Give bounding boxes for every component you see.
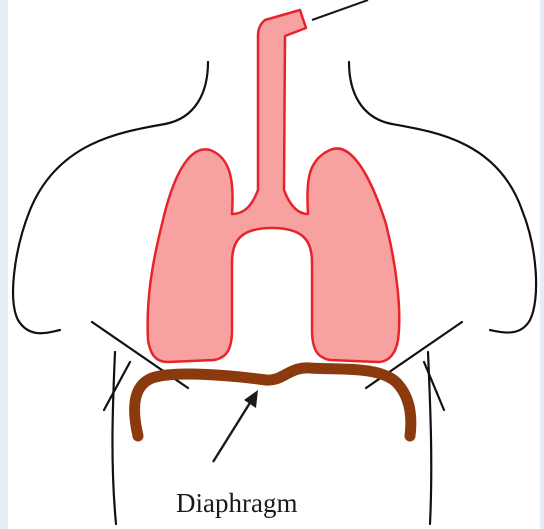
right-rib-line-lower	[424, 362, 444, 410]
diaphragm-pointer-line	[213, 398, 253, 462]
diaphragm-label: Diaphragm	[176, 488, 297, 518]
lungs-and-trachea	[148, 10, 400, 362]
trachea-pointer-line	[312, 0, 368, 20]
diaphragm-muscle	[135, 368, 411, 436]
left-lower-torso-line	[112, 352, 116, 524]
left-rib-line-lower	[104, 362, 130, 410]
diaphragm-pointer-arrowhead	[244, 390, 258, 408]
